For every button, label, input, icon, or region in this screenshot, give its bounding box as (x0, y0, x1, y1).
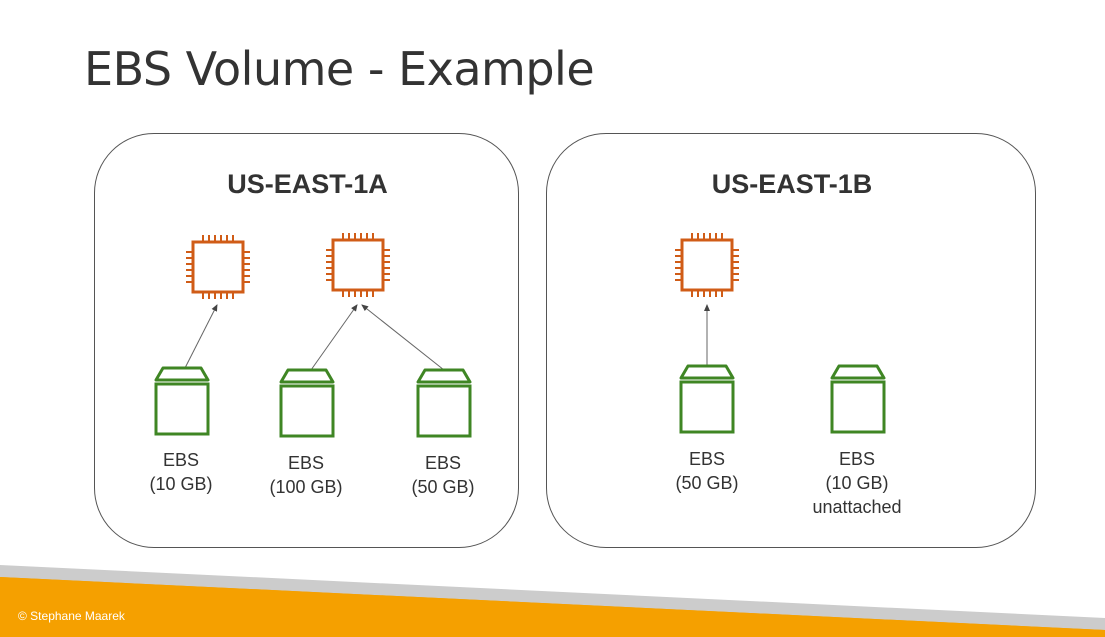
volume-label: EBS (10 GB) unattached (812, 449, 902, 517)
zone-title: US-EAST-1A (227, 169, 388, 199)
availability-zone-us-east-1b: US-EAST-1B (546, 133, 1036, 548)
page-title: EBS Volume - Example (84, 42, 595, 96)
volume-label: EBS (50 GB) (411, 453, 475, 497)
copyright-text: © Stephane Maarek (18, 609, 125, 623)
availability-zone-us-east-1a: US-EAST-1A (94, 133, 519, 548)
zone-title: US-EAST-1B (711, 169, 873, 199)
volume-label: EBS (10 GB) (149, 450, 213, 494)
volume-label: EBS (50 GB) (675, 449, 739, 493)
volume-label: EBS (100 GB) (269, 453, 343, 497)
footer-bar (0, 565, 1105, 637)
